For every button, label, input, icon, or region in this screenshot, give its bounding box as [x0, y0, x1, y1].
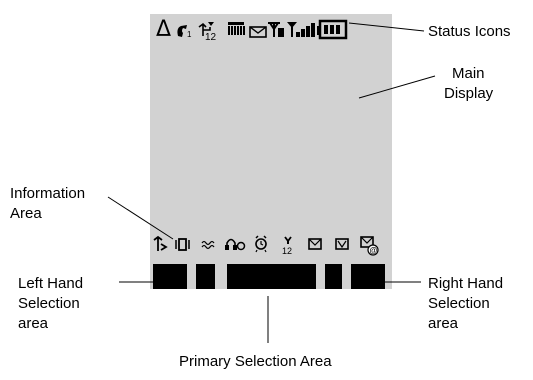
left-hand-selection-block-2 [196, 264, 215, 289]
left-hand-label-line1: Left Hand [18, 275, 84, 292]
svg-text:12: 12 [205, 32, 217, 43]
left-hand-label-line2: Selection [18, 295, 80, 312]
left-hand-label-line3: area [18, 315, 49, 332]
alarm-clock-icon [255, 235, 267, 253]
network-triangle-icon: Δ [156, 17, 171, 42]
svg-text:1: 1 [187, 30, 192, 39]
main-display-label-line1: Main [452, 65, 485, 82]
handset-line-icon: 1 [177, 25, 192, 39]
headset-lock-icon [225, 238, 246, 251]
message-envelope-icon [249, 26, 267, 38]
scheduled-alarm-icon: 12 [282, 236, 292, 256]
call-divert-info-icon [153, 235, 168, 251]
left-hand-selection-block [153, 264, 187, 289]
signal-strength-bars-icon [296, 23, 315, 37]
primary-selection-label: Primary Selection Area [179, 353, 332, 370]
right-hand-selection-block [351, 264, 385, 289]
call-divert-icon: 12 [198, 22, 217, 43]
message-full-icon [335, 238, 349, 250]
battery-charging-antenna-icon [268, 22, 284, 37]
right-hand-selection-block-2 [325, 264, 342, 289]
battery-level-icon [317, 19, 348, 40]
keypad-lock-icon [228, 22, 245, 35]
email-message-icon: @ [360, 236, 379, 256]
information-area-label-line1: Information [10, 185, 86, 202]
svg-text:@: @ [370, 246, 378, 255]
signal-antenna-icon [287, 22, 297, 37]
information-area-leader [107, 196, 174, 240]
main-display-label-line2: Display [444, 85, 494, 102]
information-area-label-line2: Area [10, 205, 42, 222]
svg-text:12: 12 [282, 246, 292, 256]
silent-waves-icon [201, 240, 215, 250]
right-hand-label-line2: Selection [428, 295, 490, 312]
right-hand-label-line1: Right Hand [428, 275, 504, 292]
phone-screen [150, 14, 392, 289]
vibrate-alert-icon [175, 238, 190, 251]
main-display-leader [358, 75, 436, 99]
status-icons-label: Status Icons [428, 23, 511, 40]
voicemail-envelope-icon [308, 238, 322, 250]
status-icons-leader [348, 22, 425, 32]
right-hand-label-line3: area [428, 315, 459, 332]
primary-selection-block [227, 264, 316, 289]
